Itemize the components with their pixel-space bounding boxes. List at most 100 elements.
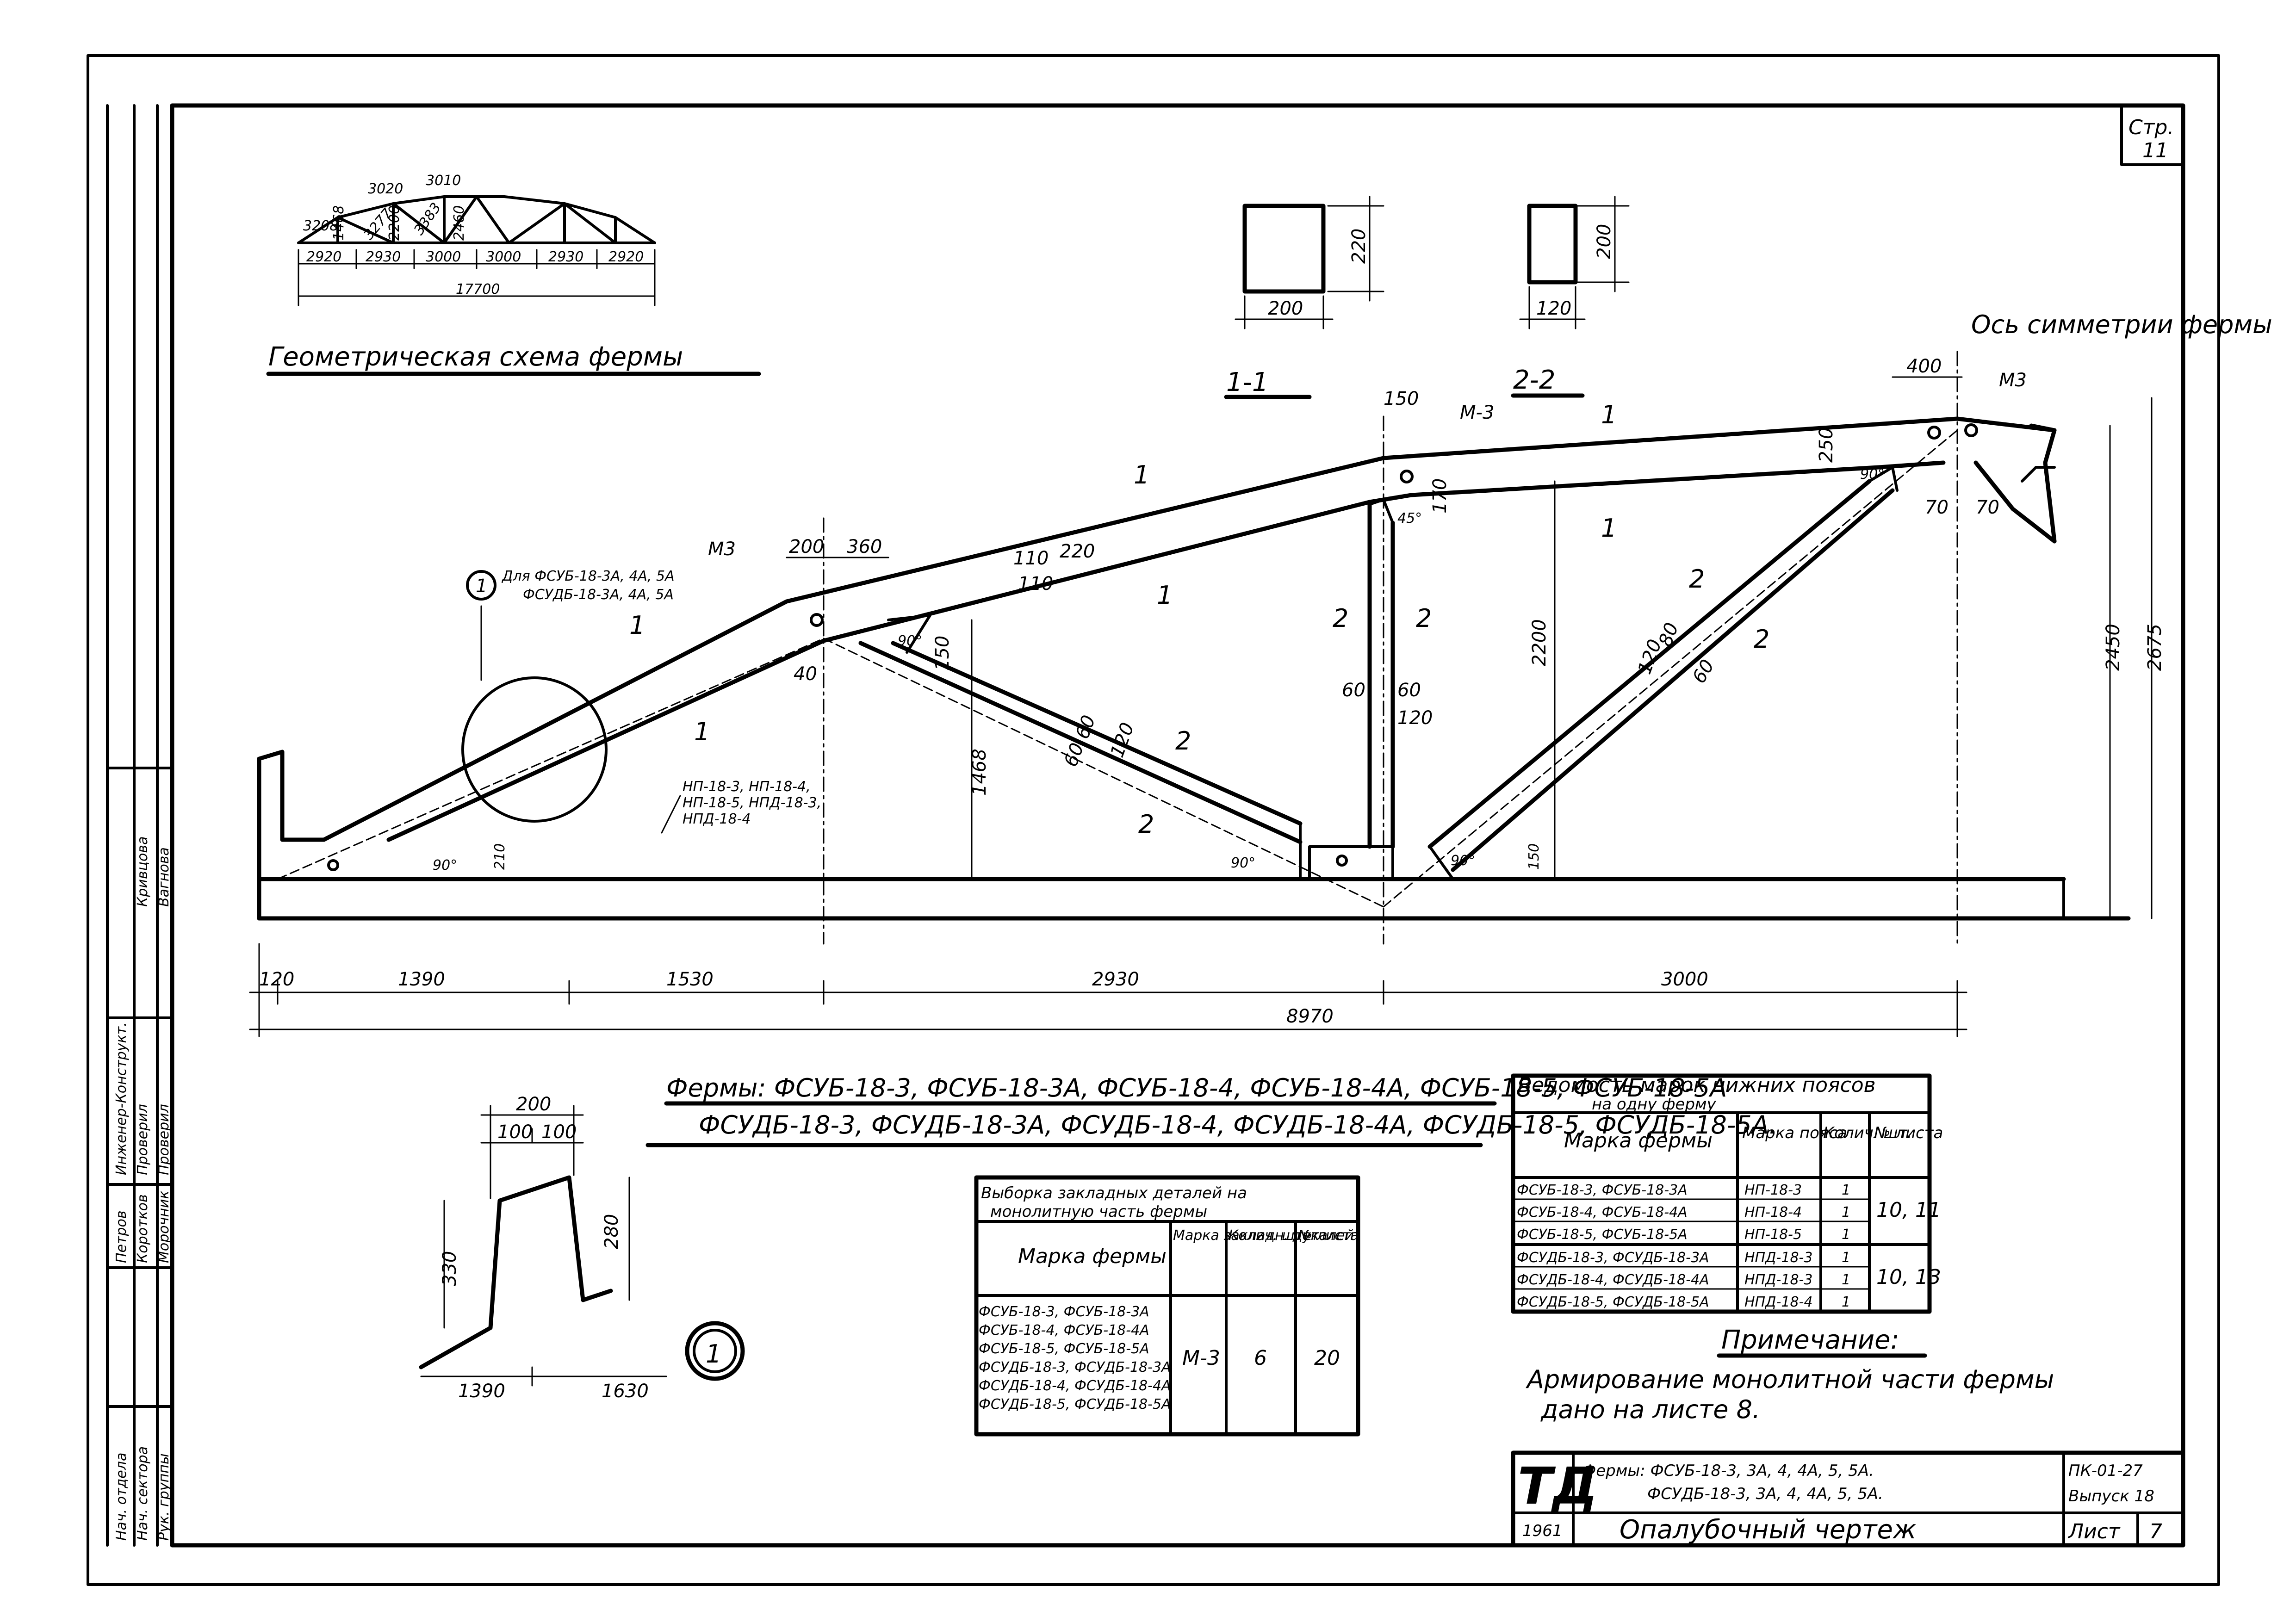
chord-row5-belt: НПД-18-3 — [1744, 1272, 1812, 1288]
diagonal-1-top — [858, 641, 1303, 844]
detail-100a: 100 — [497, 1121, 533, 1143]
page-number: 11 — [2142, 139, 2168, 162]
emb-head-sheet: № листа — [1297, 1227, 1359, 1244]
sec-mark-1f: 1 — [1601, 514, 1617, 543]
chord-head-belt: Марка пояса — [1742, 1124, 1847, 1142]
overall-dim-8970: 8970 — [1286, 1006, 1334, 1027]
scheme-diagonal-1: 3208 — [303, 218, 338, 234]
stamp-drawing-title: Опалубочный чертеж — [1620, 1515, 1916, 1545]
m3-node-3 — [1927, 426, 1941, 440]
role-head-of-dept: Нач. отдела — [113, 1453, 130, 1541]
role-checked-2: Проверил — [156, 1104, 172, 1175]
scheme-title: Геометрическая схема фермы — [268, 342, 683, 372]
dim-2675: 2675 — [2144, 624, 2166, 671]
dim-60d: 60 — [1397, 680, 1421, 701]
chord-row6-belt: НПД-18-4 — [1744, 1294, 1812, 1310]
sec-mark-2e: 2 — [1689, 564, 1705, 594]
m3-node-2 — [1400, 470, 1414, 483]
dim-110b: 110 — [1018, 573, 1053, 595]
scheme-panel-6: 2920 — [608, 249, 644, 265]
scheme-total: 17700 — [456, 281, 500, 297]
sec-mark-2f: 2 — [1754, 625, 1769, 654]
bottom-dim-3000: 3000 — [1661, 969, 1708, 990]
sec-mark-2b: 2 — [1416, 604, 1432, 633]
stamp-code: ПК-01-27 — [2068, 1462, 2143, 1480]
chord-row6-farm: ФСУДБ-18-5, ФСУДБ-18-5А — [1517, 1294, 1709, 1310]
dim-250: 250 — [1816, 427, 1837, 463]
note-title: Примечание: — [1721, 1325, 1899, 1355]
chord-head-sheet: № листа — [1873, 1124, 1943, 1142]
chord-head-qty: Колич. шт. — [1823, 1124, 1912, 1142]
detail-280: 280 — [601, 1214, 622, 1249]
detail-1390: 1390 — [458, 1381, 505, 1402]
emb-head-mark: Марка закладн. деталей — [1173, 1227, 1354, 1244]
role-checked-1: Проверил — [135, 1104, 151, 1175]
dim-40: 40 — [794, 663, 817, 685]
dim-2450: 2450 — [2103, 624, 2124, 671]
scheme-panel-5: 2930 — [548, 249, 583, 265]
stamp-logo: ТД — [1518, 1456, 1598, 1516]
emb-farm-6: ФСУДБ-18-5, ФСУДБ-18-5А — [979, 1396, 1171, 1412]
m3-label-1: М3 — [708, 539, 736, 560]
chord-head-farm: Марка фермы — [1564, 1129, 1713, 1152]
emb-farm-1: ФСУБ-18-3, ФСУБ-18-3А — [979, 1304, 1149, 1320]
dim-60c: 60 — [1342, 680, 1365, 701]
series-title-line1: Фермы: ФСУБ-18-3, ФСУБ-18-3А, ФСУБ-18-4,… — [666, 1073, 1727, 1103]
chord-row3-qty: 1 — [1842, 1227, 1850, 1243]
sec1-label: 1-1 — [1226, 367, 1268, 397]
chord-row1-qty: 1 — [1842, 1182, 1850, 1198]
top-chord-outer — [322, 416, 2057, 842]
emb-farm-2: ФСУБ-18-4, ФСУБ-18-4А — [979, 1322, 1149, 1338]
emb-title-1: Выборка закладных деталей на — [981, 1184, 1247, 1202]
emb-mark: М-3 — [1182, 1346, 1220, 1370]
scheme-inner-2: 3383 — [411, 200, 444, 238]
dim-70a: 70 — [1925, 497, 1948, 518]
detail-1: 200 100 100 330 280 1390 1630 1 — [419, 1094, 745, 1402]
scheme-panel-4: 3000 — [486, 249, 521, 265]
sec-mark-1b: 1 — [1157, 581, 1173, 610]
angle-90-a: 90° — [433, 857, 457, 873]
angle-90-b: 90° — [1231, 855, 1255, 871]
role-engineer: Инженер-Конструкт. — [113, 1022, 130, 1175]
stamp-subject-1: Фермы: ФСУБ-18-3, 3А, 4, 4А, 5, 5А. — [1582, 1462, 1874, 1480]
note-line-2: дано на листе 8. — [1540, 1395, 1760, 1424]
emb-qty: 6 — [1254, 1346, 1267, 1370]
sec2-width: 120 — [1536, 298, 1571, 319]
chord-table: Ведомость марок нижних поясов на одну фе… — [1511, 1073, 1943, 1314]
series-title: Фермы: ФСУБ-18-3, ФСУБ-18-3А, ФСУБ-18-4,… — [645, 1073, 1777, 1147]
chord-row1-farm: ФСУБ-18-3, ФСУБ-18-3А — [1517, 1182, 1688, 1198]
dim-210: 210 — [492, 843, 508, 870]
stamp-subject-2: ФСУДБ-18-3, 3А, 4, 4А, 5, 5А. — [1647, 1485, 1883, 1503]
angle-45: 45° — [1397, 510, 1422, 527]
note-line-1: Армирование монолитной части фермы — [1526, 1365, 2054, 1394]
sec1-height: 220 — [1348, 229, 1370, 264]
note-block: Примечание: Армирование монолитной части… — [1526, 1325, 2054, 1424]
dim-220: 220 — [1060, 541, 1095, 562]
outer-frame — [87, 54, 2220, 1586]
sec2-label: 2-2 — [1513, 365, 1555, 395]
emb-head-farm: Марка фермы — [1018, 1245, 1167, 1268]
diagonal-2-right — [1451, 488, 1895, 872]
emb-head-qty: Колич. штук — [1229, 1227, 1319, 1244]
callout-note-2: ФСУДБ-18-3А, 4А, 5А — [523, 587, 674, 603]
dim-150b: 150 — [1526, 843, 1542, 870]
section-1-1: 200 220 1-1 — [1224, 196, 1384, 399]
sec-mark-1e: 1 — [1601, 400, 1617, 429]
sec-mark-1c: 1 — [629, 611, 645, 640]
page-box — [2120, 104, 2184, 166]
stamp-issue: Выпуск 18 — [2068, 1487, 2154, 1505]
m3-node-4 — [1964, 423, 1978, 437]
callout-number: 1 — [476, 576, 487, 597]
name-vagnova: Вагнова — [156, 847, 172, 907]
angle-90-e: 90° — [1860, 466, 1885, 483]
dim-150: 150 — [932, 636, 953, 671]
sec-mark-2a: 2 — [1333, 604, 1348, 633]
embedded-parts-table: Выборка закладных деталей на монолитную … — [974, 1175, 1360, 1437]
chord-row6-qty: 1 — [1842, 1294, 1850, 1310]
angle-90-c: 90° — [1451, 853, 1475, 869]
bottom-dim-120: 120 — [259, 969, 294, 990]
detail-100b: 100 — [541, 1121, 577, 1143]
chord-row5-qty: 1 — [1842, 1272, 1850, 1288]
stamp-sheet-no: 7 — [2149, 1520, 2162, 1543]
